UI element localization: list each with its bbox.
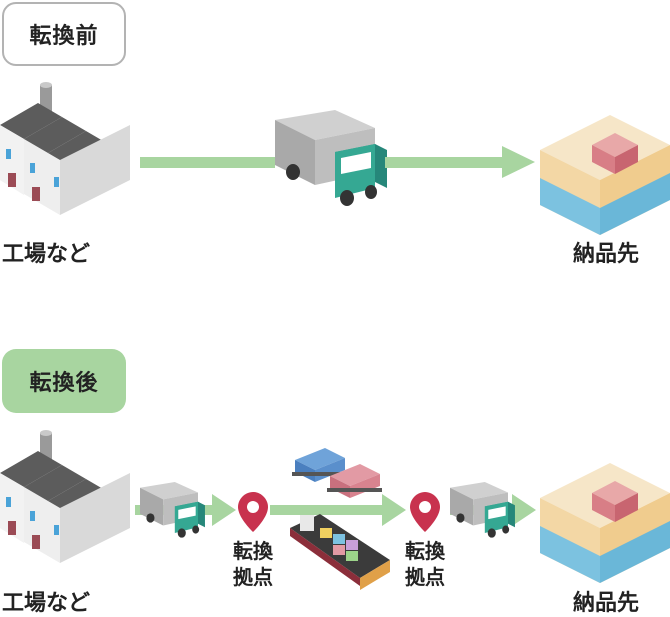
hub-2-label-line1: 転換 [405,539,445,563]
factory-before-icon [0,82,130,215]
destination-label-before: 納品先 [573,242,640,267]
hub-1-label-line1: 転換 [233,539,273,563]
arrow-after-2 [270,494,406,526]
factory-after-icon [0,430,130,563]
origin-label-after: 工場など [2,591,91,616]
truck-after-2-icon [450,482,515,538]
hub-1-label-line2: 拠点 [233,565,273,589]
before-badge: 転換前 [2,2,126,66]
hub-1-label: 転換 拠点 [223,538,283,590]
hub-2-label: 転換 拠点 [395,538,455,590]
warehouse-after-icon [540,463,670,583]
after-badge: 転換後 [2,349,126,413]
truck-before-icon [275,110,387,206]
destination-label-after: 納品先 [573,591,640,616]
pin-hub-2-icon [410,492,440,532]
hub-2-label-line2: 拠点 [405,565,445,589]
truck-after-1-icon [140,482,205,538]
arrow-before-right [385,146,535,178]
warehouse-before-icon [540,115,670,235]
origin-label-before: 工場など [2,242,91,267]
pin-hub-1-icon [238,492,268,532]
arrow-before-left [140,157,275,168]
cargo-ship-icon [290,514,390,590]
freight-train-icon [292,448,382,498]
